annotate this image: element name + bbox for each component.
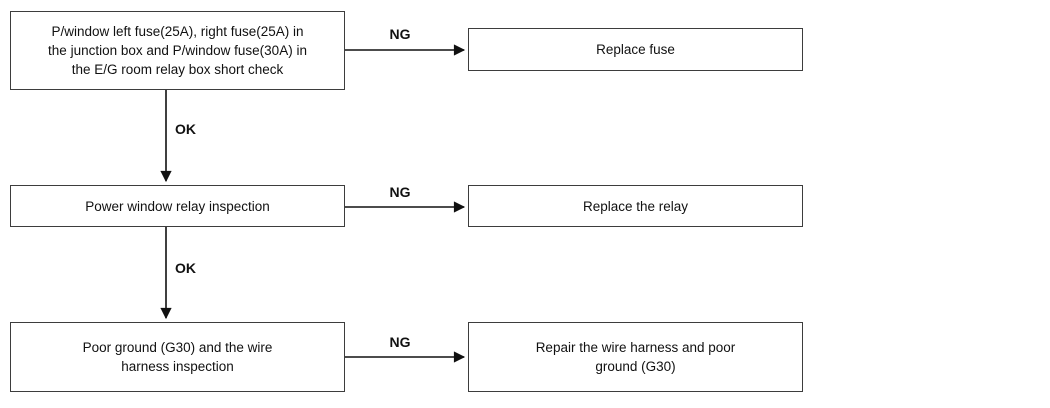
flowchart-node-fuse-short-check: P/window left fuse(25A), right fuse(25A)… (10, 11, 345, 90)
node-label: Power window relay inspection (85, 198, 270, 214)
edge-label-ok: OK (175, 260, 196, 276)
flowchart-node-replace-relay: Replace the relay (468, 185, 803, 227)
node-label: Repair the wire harness and poor ground … (535, 340, 736, 374)
flowchart-node-repair-harness: Repair the wire harness and poor ground … (468, 322, 803, 392)
node-label: Replace fuse (596, 42, 675, 57)
edge-label-ng: NG (389, 184, 411, 200)
edge-label-ok: OK (175, 121, 196, 137)
node-label: Poor ground (G30) and the wire harness i… (82, 340, 273, 374)
node-label: Replace the relay (582, 198, 689, 214)
flowchart-node-relay-inspection: Power window relay inspection (10, 185, 345, 227)
flowchart-node-replace-fuse: Replace fuse (468, 28, 803, 71)
node-label: P/window left fuse(25A), right fuse(25A)… (48, 24, 307, 77)
edge-label-ng: NG (389, 26, 411, 42)
flowchart-node-ground-harness-inspection: Poor ground (G30) and the wire harness i… (10, 322, 345, 392)
edge-label-ng: NG (389, 334, 411, 350)
